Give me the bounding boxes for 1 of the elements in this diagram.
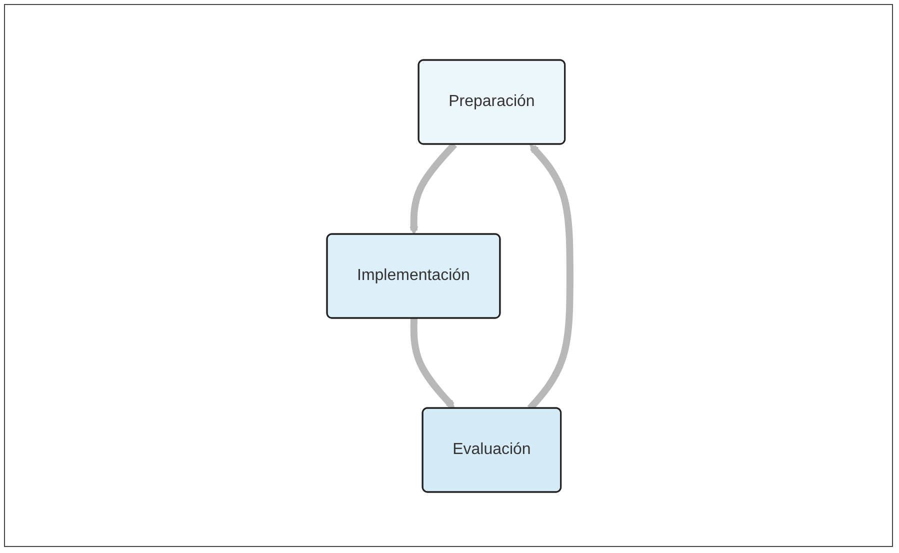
arrow [410, 318, 455, 408]
